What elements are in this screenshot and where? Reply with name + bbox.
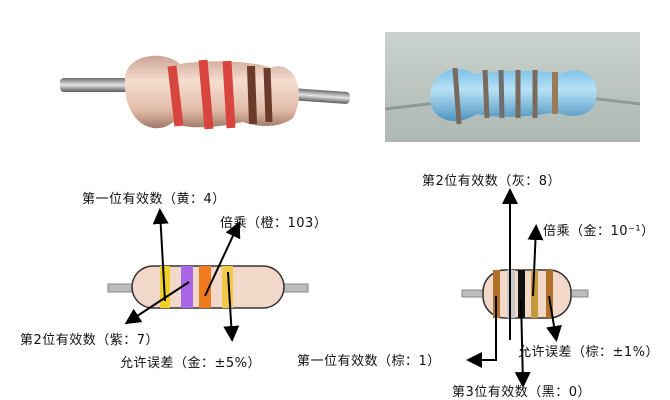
arrow-right-digit3 — [514, 299, 531, 388]
right-band-5 — [546, 270, 553, 318]
arrow-left-multiplier — [204, 221, 241, 297]
label-left-multiplier: 倍乘（橙：103） — [220, 216, 328, 231]
label-right-multiplier: 倍乘（金：10⁻¹） — [543, 224, 655, 239]
left-band-3 — [199, 266, 211, 308]
label-left-digit2: 第2位有效数（紫：7） — [20, 333, 160, 348]
blue-resistor-photo — [385, 32, 640, 142]
label-right-digit1: 第一位有效数（棕：1） — [297, 354, 441, 369]
right-band-1 — [493, 270, 500, 318]
arrow-left-digit2 — [124, 281, 190, 325]
left-resistor-schematic — [107, 265, 309, 309]
arrow-right-tolerance — [546, 295, 562, 342]
arrow-right-digit1 — [466, 296, 497, 368]
label-right-tolerance: 允许误差（棕：±1%） — [518, 345, 660, 360]
right-resistor-schematic — [461, 269, 589, 319]
arrow-right-multiplier — [527, 224, 544, 297]
label-left-digit1: 第一位有效数（黄：4） — [82, 192, 226, 207]
left-band-4 — [222, 266, 233, 308]
arrow-left-digit1 — [152, 208, 169, 302]
beige-resistor-photo — [55, 38, 355, 138]
right-band-4 — [531, 270, 538, 318]
right-band-3 — [518, 270, 525, 318]
label-right-digit2: 第2位有效数（灰：8） — [422, 174, 562, 189]
arrow-left-tolerance — [223, 271, 240, 342]
left-band-2 — [181, 266, 193, 308]
label-right-digit3: 第3位有效数（黑：0） — [452, 385, 592, 400]
label-left-tolerance: 允许误差（金：±5%） — [120, 356, 262, 371]
